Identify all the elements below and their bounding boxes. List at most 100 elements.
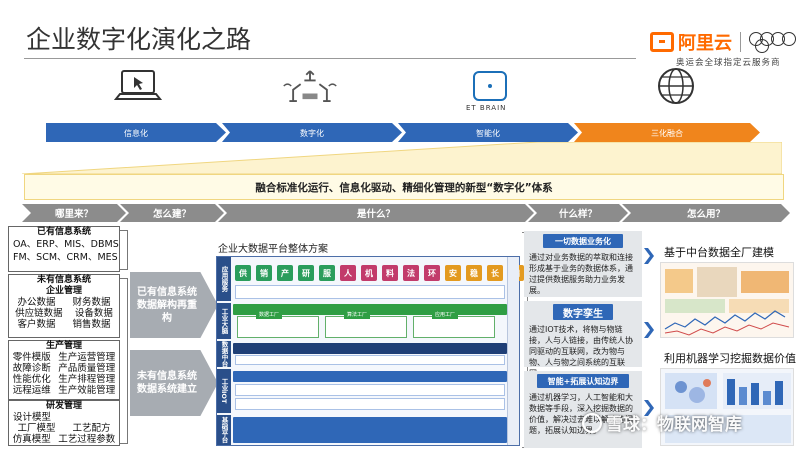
factory-model-title: 基于中台数据全厂建模 [664,246,774,259]
layer-label-app: 应用服务 [217,257,231,301]
base-strip [233,417,507,443]
snowball-logo-icon [582,412,602,433]
domain-chip: 长 [487,265,503,281]
data-pair-row: 性能优化生产排程管理 [12,374,116,385]
production-mgmt-box: 生产管理 零件模版生产运营管理 故障诊断产品质量管理 性能优化生产排程管理 远程… [8,340,120,400]
rnd-mgmt-box: 研发管理 设计模型 工厂模型工艺配方 仿真模型工艺过程参数 [8,400,120,446]
layer-label-base: 基础平台 [217,415,231,445]
domain-chip: 研 [298,265,314,281]
laptop-cursor-icon [108,64,168,108]
digital-twin-title: 数字孪生 [553,304,613,320]
watermark-text: 雪球：物联网智库 [606,415,742,435]
arrow-build-system-text: 未有信息系统数据系统建立 [137,371,197,395]
data-pair-row: 设计模型 [13,412,52,423]
datamid-modules [235,355,505,365]
existing-systems-line: FM、SCM、CRM、MES [13,252,118,263]
brain-strip [233,304,507,315]
domain-chips: 供销产研服人机料法环安稳长满优 [235,265,545,281]
stage-intelligentization: 智能化 [398,123,578,142]
data-pair-row: 供应链数据设备数据 [15,308,113,319]
chevron-right-icon [644,322,654,338]
question-row: 哪里来？ 怎么建？ 是什么？ 什么样？ 怎么用？ [22,204,790,222]
aliyun-logo-icon [650,32,674,52]
intelligence-title: 智能+拓展认知边界 [537,374,629,388]
iot-modules-1 [235,384,505,396]
rnd-mgmt-title: 研发管理 [45,401,82,411]
stage-digitalization: 数字化 [222,123,402,142]
iot-strip [233,371,507,382]
data-pair-row: 零件模版生产运营管理 [12,352,116,363]
page-title: 企业数字化演化之路 [26,25,252,54]
domain-chip: 机 [361,265,377,281]
question-how-use: 怎么用？ [622,204,790,222]
business-data-box: 一切数据业务化 通过对业务数据的萃取和连接形成基于业务的数据体系，通过提供数据服… [524,231,642,297]
stage-funnel [22,142,782,174]
ml-value-image [660,368,794,446]
brand-name: 阿里云 [678,33,732,54]
platform-diagram: 应用服务 工业大脑 数据中台 工业IOT 基础平台 供销产研服人机料法环安稳长满… [216,256,545,446]
data-pair-row: 故障诊断产品质量管理 [12,363,116,374]
data-pair-row: 远程运维生产效能管理 [12,385,116,396]
intelligence-text: 通过机器学习，人工智能和大数据等手段，深入挖掘数据的价值，解决过去难以解决的问题… [529,393,633,435]
app-factory-box: 应用工厂 [413,311,495,338]
domain-chip: 料 [382,265,398,281]
domain-chip: 法 [403,265,419,281]
arrow-restructure: 已有信息系统数据解构再重构 [130,272,218,338]
olympic-rings-icon [749,30,797,54]
data-pair-row: 仿真模型工艺过程参数 [12,434,116,445]
data-pair-row: 工厂模型工艺配方 [17,423,111,434]
question-what-is: 是什么？ [218,204,534,222]
watermark: 雪球：物联网智库 [582,410,742,435]
globe-icon [646,64,706,108]
domain-chip: 销 [256,265,272,281]
existing-systems-title: 已有信息系统 [36,227,91,237]
domain-chip: 稳 [466,265,482,281]
bracket-missing [120,278,128,444]
existing-systems-box: 已有信息系统 OA、ERP、MIS、DBMS FM、SCM、CRM、MES [8,226,120,272]
enterprise-mgmt-title: 企业管理 [45,286,82,296]
datamid-strip [233,343,507,354]
layer-label-datamid: 数据中台 [217,341,231,367]
data-pair-row: 客户数据销售数据 [17,319,111,330]
evolution-timeline: 信息化 数字化 智能化 三化融合 [46,123,760,142]
banner-text: 融合标准化运行、信息化驱动、精细化管理的新型“数字化”体系 [255,181,553,194]
algo-factory-box: 算法工厂 [325,311,407,338]
existing-systems-line: OA、ERP、MIS、DBMS [13,239,119,250]
title-underline [24,58,636,59]
bracket-existing [120,230,128,270]
business-data-text: 通过对业务数据的萃取和连接形成基于业务的数据体系，通过提供数据服务助力业务发展。 [529,253,633,295]
digital-twin-box: 数字孪生 通过IOT技术，将物与物链接，人与人链接，由传统人协同驱动的互联网，改… [524,301,642,378]
stage-integration: 三化融合 [574,123,760,142]
data-factory-box: 数据工厂 [237,311,319,338]
domain-chip: 产 [277,265,293,281]
factory-model-image [660,262,794,338]
et-brain-icon [460,64,520,108]
intelligence-box: 智能+拓展认知边界 通过机器学习，人工智能和大数据等手段，深入挖掘数据的价值，解… [524,371,642,448]
system-banner: 融合标准化运行、信息化驱动、精细化管理的新型“数字化”体系 [24,174,784,200]
ml-value-title: 利用机器学习挖掘数据价值 [664,352,796,365]
domain-chip: 人 [340,265,356,281]
arrow-restructure-text: 已有信息系统数据解构再重构 [137,286,197,324]
domain-chip: 服 [319,265,335,281]
domain-chip: 安 [445,265,461,281]
brand-logo: 阿里云 [650,30,797,54]
domain-chip: 环 [424,265,440,281]
question-what-like: 什么样？ [528,204,628,222]
data-pair-row: 办公数据财务数据 [17,297,111,308]
platform-right-rail [507,257,519,445]
platform-title: 企业大数据平台整体方案 [218,244,328,255]
question-where-from: 哪里来？ [22,204,126,222]
layer-label-brain: 工业大脑 [217,303,231,339]
brand-subtitle: 奥运会全球指定云服务商 [676,58,781,68]
chevron-right-icon [644,248,654,264]
iot-modules-2 [235,398,505,410]
missing-systems-box: 未有信息系统 企业管理 办公数据财务数据 供应链数据设备数据 客户数据销售数据 [8,274,120,338]
robot-arms-icon [280,64,340,108]
production-mgmt-title: 生产管理 [45,341,82,351]
missing-systems-title: 未有信息系统 [36,275,91,285]
stage-informatization: 信息化 [46,123,226,142]
arrow-build-system: 未有信息系统数据系统建立 [130,350,218,416]
domain-chip: 供 [235,265,251,281]
layer-label-iot: 工业IOT [217,369,231,413]
business-data-title: 一切数据业务化 [543,234,623,248]
